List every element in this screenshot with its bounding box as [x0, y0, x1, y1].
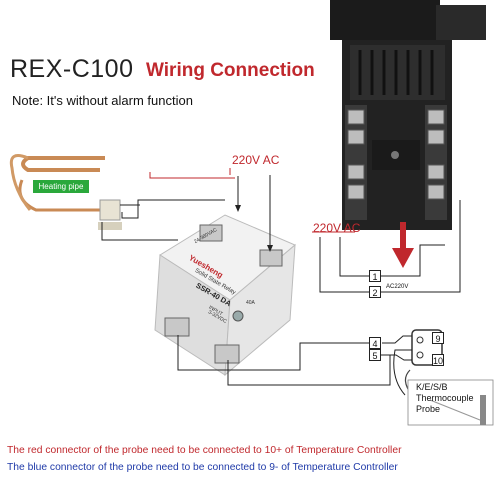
ac-voltage-label-top: 220V AC: [232, 153, 280, 167]
temperature-controller: [330, 0, 486, 230]
footer-blue-note: The blue connector of the probe need to …: [7, 462, 398, 473]
terminal-10: 10: [432, 354, 444, 366]
title-subtitle: Wiring Connection: [146, 60, 315, 81]
heating-pipe-label: Heating pipe: [33, 180, 89, 193]
heating-pipe: [9, 154, 122, 230]
thermocouple-label: K/E/S/B Thermocouple Probe: [416, 382, 496, 415]
solid-state-relay: [154, 214, 296, 377]
note-text: Note: It's without alarm function: [12, 93, 193, 108]
ac-voltage-label-right: 220V AC: [313, 221, 361, 235]
thermocouple-type: K/E/S/B: [416, 382, 448, 392]
thermocouple-word: Thermocouple: [416, 393, 474, 403]
terminal-4: 4: [369, 337, 381, 349]
ac220v-label: AC220V: [386, 284, 409, 290]
terminal-2: 2: [369, 286, 381, 298]
title-model: REX-C100: [10, 55, 134, 83]
terminal-9: 9: [432, 332, 444, 344]
red-arrow-icon: [392, 222, 414, 268]
relay-current: 40A: [246, 300, 255, 306]
thermocouple-probe: [404, 329, 494, 426]
footer-red-note: The red connector of the probe need to b…: [7, 445, 402, 456]
terminal-5: 5: [369, 349, 381, 361]
probe-word: Probe: [416, 404, 441, 414]
terminal-1: 1: [369, 270, 381, 282]
